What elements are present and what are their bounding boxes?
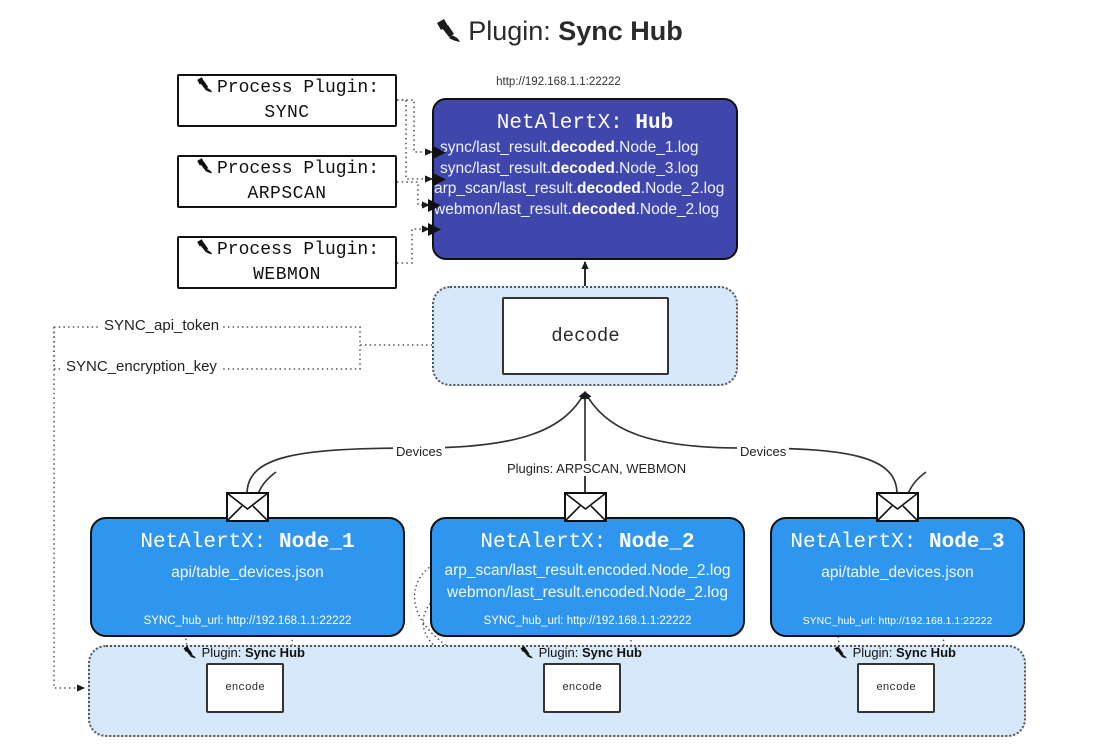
node-footer: SYNC_hub_url: http://192.168.1.1:22222 xyxy=(483,615,692,627)
node-line: webmon/last_result.encoded.Node_2.log xyxy=(447,584,728,601)
plug-icon xyxy=(195,238,215,263)
process-plugin-arpscan[interactable]: Process Plugin: ARPSCAN xyxy=(177,155,397,208)
node-title-name: Node_3 xyxy=(929,531,1005,554)
hub-title-prefix: NetAlertX: xyxy=(496,112,623,135)
secret-label-encryption-key: SYNC_encryption_key xyxy=(62,358,221,375)
node-title: NetAlertX: Node_2 xyxy=(432,531,743,554)
hub-log-line: arp_scan/last_result.decoded.Node_2.log xyxy=(434,181,736,197)
process-plugin-webmon[interactable]: Process Plugin: WEBMON xyxy=(177,236,397,289)
plug-icon xyxy=(195,157,215,182)
encoder-label-prefix: Plugin: xyxy=(538,645,579,660)
hub-log-line: sync/last_result.decoded.Node_3.log xyxy=(440,159,736,177)
encoder-label-1: Plugin: Sync Hub xyxy=(182,645,305,660)
encoder-label-name: Sync Hub xyxy=(245,645,305,660)
hub-url: http://192.168.1.1:22222 xyxy=(496,76,621,88)
log-emphasis: decoded xyxy=(571,200,636,218)
process-plugin-sync[interactable]: Process Plugin: SYNC xyxy=(177,74,397,127)
log-emphasis: decoded xyxy=(551,159,615,177)
encode-box-3[interactable]: encode xyxy=(857,663,935,713)
edge-label-devices-left: Devices xyxy=(393,444,446,459)
plug-icon xyxy=(182,645,202,660)
log-suffix: .Node_2.log xyxy=(640,180,725,197)
log-prefix: sync/last_result. xyxy=(440,159,552,177)
node-title-prefix: NetAlertX: xyxy=(480,531,607,554)
encoder-label-name: Sync Hub xyxy=(582,645,642,660)
log-prefix: arp_scan/last_result. xyxy=(434,180,578,197)
edge-label-plugins: Plugins: ARPSCAN, WEBMON xyxy=(504,461,690,476)
log-prefix: sync/last_result. xyxy=(440,139,552,156)
node-title-name: Node_2 xyxy=(619,531,695,554)
process-plugin-label: Process Plugin: xyxy=(216,159,380,180)
node-line: api/table_devices.json xyxy=(171,564,324,581)
process-plugin-name: ARPSCAN xyxy=(247,184,327,204)
plug-icon xyxy=(833,645,853,660)
envelope-icon xyxy=(226,492,269,522)
node-title-prefix: NetAlertX: xyxy=(790,531,917,554)
log-suffix: .Node_1.log xyxy=(614,139,699,156)
process-plugin-name: SYNC xyxy=(264,103,310,123)
node-footer: SYNC_hub_url: http://192.168.1.1:22222 xyxy=(802,615,993,627)
log-emphasis: decoded xyxy=(577,180,641,197)
process-plugin-label: Process Plugin: xyxy=(216,78,380,99)
log-emphasis: decoded xyxy=(551,139,615,156)
node-box-node-2[interactable]: NetAlertX: Node_2 arp_scan/last_result.e… xyxy=(430,517,745,637)
title-name: Sync Hub xyxy=(558,16,683,46)
log-suffix: .Node_3.log xyxy=(614,159,699,177)
plug-icon xyxy=(195,76,215,101)
edge-label-devices-right: Devices xyxy=(737,444,790,459)
encoder-label-name: Sync Hub xyxy=(896,645,956,660)
decode-box[interactable]: decode xyxy=(502,297,669,375)
plug-icon xyxy=(434,17,464,50)
envelope-icon xyxy=(876,492,919,522)
encoder-label-prefix: Plugin: xyxy=(852,645,893,660)
node-title-prefix: NetAlertX: xyxy=(140,531,267,554)
node-line: api/table_devices.json xyxy=(821,564,974,581)
node-box-node-1[interactable]: NetAlertX: Node_1 api/table_devices.json… xyxy=(90,517,405,637)
page-title: Plugin: Sync Hub xyxy=(0,16,1117,50)
node-title-name: Node_1 xyxy=(279,531,355,554)
encoder-label-3: Plugin: Sync Hub xyxy=(833,645,956,660)
secret-label-api-token: SYNC_api_token xyxy=(100,317,224,334)
hub-log-line: webmon/last_result.decoded.Node_2.log xyxy=(434,200,736,218)
process-plugin-label: Process Plugin: xyxy=(216,240,380,261)
plug-icon xyxy=(519,645,539,660)
hub-title-name: Hub xyxy=(635,112,674,135)
title-prefix: Plugin: xyxy=(468,16,551,46)
node-footer: SYNC_hub_url: http://192.168.1.1:22222 xyxy=(143,615,352,627)
log-prefix: webmon/last_result. xyxy=(434,200,572,218)
encoder-label-prefix: Plugin: xyxy=(201,645,242,660)
log-suffix: .Node_2.log xyxy=(635,200,720,218)
node-title: NetAlertX: Node_1 xyxy=(92,531,403,554)
encoder-label-2: Plugin: Sync Hub xyxy=(519,645,642,660)
node-line: arp_scan/last_result.encoded.Node_2.log xyxy=(444,562,731,579)
hub-title: NetAlertX: Hub xyxy=(434,112,736,135)
envelope-icon xyxy=(564,492,607,522)
encode-box-2[interactable]: encode xyxy=(543,663,621,713)
node-title: NetAlertX: Node_3 xyxy=(772,531,1023,554)
hub-log-line: sync/last_result.decoded.Node_1.log xyxy=(440,140,736,156)
encode-box-1[interactable]: encode xyxy=(206,663,284,713)
process-plugin-name: WEBMON xyxy=(253,265,321,285)
